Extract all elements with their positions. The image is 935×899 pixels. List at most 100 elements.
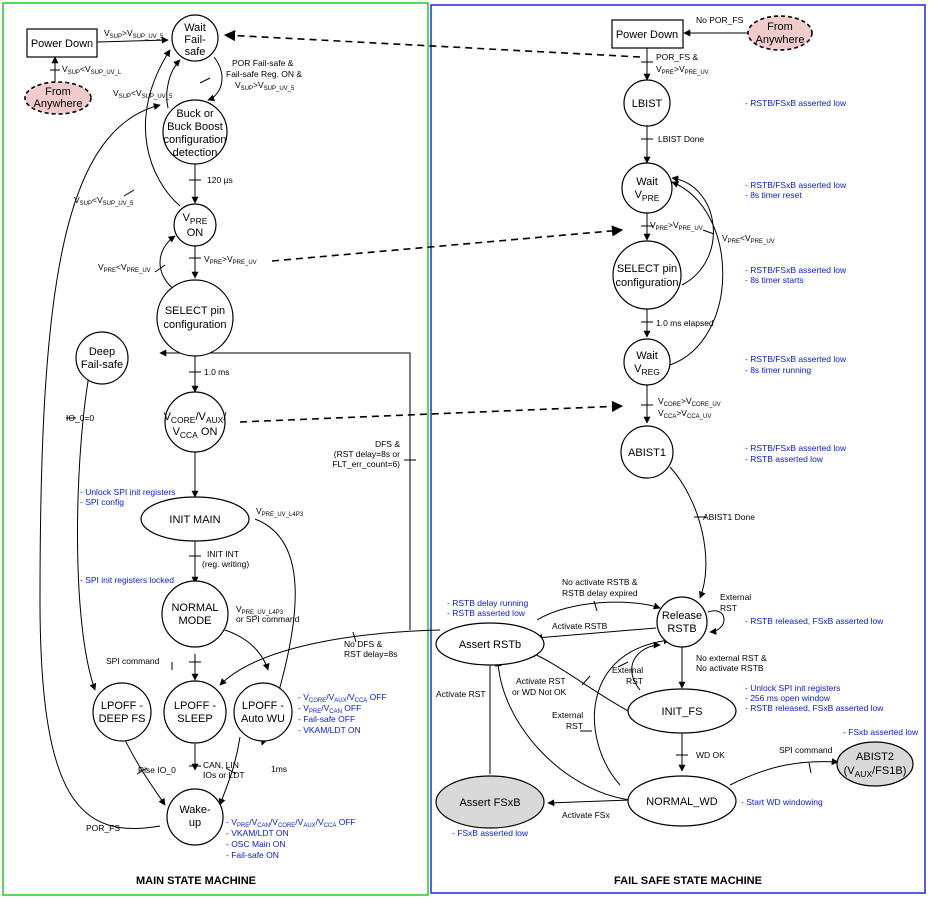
main-state-machine-frame [2, 2, 429, 896]
svg-text:From: From [45, 86, 71, 98]
svg-text:(VAUX/FS1B): (VAUX/FS1B) [844, 765, 907, 779]
svg-text:Fail-: Fail- [184, 34, 206, 46]
svg-text:- Fail-safe ON: - Fail-safe ON [226, 850, 279, 860]
state-release-rstb: Release RSTB [656, 596, 708, 648]
svg-text:No activate RSTB: No activate RSTB [696, 663, 764, 673]
svg-text:NORMAL: NORMAL [171, 602, 218, 614]
svg-text:1.0 ms elapsed: 1.0 ms elapsed [656, 318, 714, 328]
svg-text:RSTB delay expired: RSTB delay expired [562, 588, 638, 598]
svg-text:VCCA>VCCA_UV: VCCA>VCCA_UV [658, 408, 711, 420]
svg-text:SPI command: SPI command [106, 656, 160, 666]
svg-text:VPRE>VPRE_UV: VPRE>VPRE_UV [650, 220, 703, 232]
svg-text:SELECT pin: SELECT pin [165, 305, 225, 317]
svg-text:VSUP<VSUP_UV_5: VSUP<VSUP_UV_5 [113, 88, 173, 100]
svg-text:LBIST Done: LBIST Done [658, 134, 704, 144]
svg-text:120 µs: 120 µs [207, 175, 233, 185]
svg-text:safe: safe [185, 46, 206, 58]
svg-text:Assert RSTb: Assert RSTb [459, 639, 521, 651]
svg-text:- FSxB asserted low: - FSxB asserted low [452, 828, 529, 838]
state-wait-vpre: Wait VPRE [621, 162, 673, 214]
state-wait-vreg: Wait VREG [623, 338, 671, 386]
svg-text:- FSxb asserted low: - FSxb asserted low [843, 727, 919, 737]
main-annotations: - Unlock SPI init registers - SPI config… [80, 487, 387, 860]
svg-text:RSTB: RSTB [667, 623, 696, 635]
svg-text:External: External [552, 710, 583, 720]
svg-text:No DFS &: No DFS & [344, 639, 383, 649]
state-lpoff-deep-fs: LPOFF - DEEP FS [92, 682, 152, 742]
svg-text:Auto WU: Auto WU [241, 713, 285, 725]
state-normal-wd: NORMAL_WD [627, 775, 737, 827]
svg-text:Wake-: Wake- [179, 804, 211, 816]
svg-text:- Start WD windowing: - Start WD windowing [741, 797, 823, 807]
svg-text:Activate RST: Activate RST [436, 689, 486, 699]
svg-text:SPI command: SPI command [779, 745, 833, 755]
state-abist1: ABIST1 [620, 425, 674, 479]
svg-text:VPRE_UV_L4P3: VPRE_UV_L4P3 [236, 604, 284, 616]
state-lpoff-auto-wu: LPOFF - Auto WU [233, 682, 293, 742]
state-power-down-main: Power Down [26, 28, 98, 58]
svg-text:No activate RSTB &: No activate RSTB & [562, 577, 638, 587]
svg-text:WD OK: WD OK [696, 750, 725, 760]
svg-text:Assert FSxB: Assert FSxB [459, 797, 520, 809]
svg-text:- 8s timer reset: - 8s timer reset [745, 190, 802, 200]
svg-text:- SPI init registers locked: - SPI init registers locked [80, 575, 174, 585]
main-transition-labels: VSUP>VSUP_UV_5 VSUP<VSUP_UV_L VSUP<VSUP_… [62, 28, 400, 833]
svg-text:- OSC Main ON: - OSC Main ON [226, 839, 286, 849]
svg-text:- VKAM/LDT ON: - VKAM/LDT ON [226, 828, 289, 838]
svg-text:Fail-safe Reg. ON &: Fail-safe Reg. ON & [226, 69, 302, 79]
svg-text:POR Fail-safe &: POR Fail-safe & [232, 58, 294, 68]
svg-text:VSUP>VSUP_UV_5: VSUP>VSUP_UV_5 [235, 80, 295, 92]
svg-text:POR_FS &: POR_FS & [656, 52, 698, 62]
svg-text:- RSTB asserted low: - RSTB asserted low [447, 608, 526, 618]
svg-text:- 8s timer starts: - 8s timer starts [745, 275, 804, 285]
state-select-pin-fs: SELECT pin configuration [612, 240, 682, 310]
svg-text:ABIST1 Done: ABIST1 Done [703, 512, 755, 522]
svg-text:External: External [612, 665, 643, 675]
svg-text:- Fail-safe OFF: - Fail-safe OFF [298, 714, 355, 724]
svg-text:Anywhere: Anywhere [756, 34, 805, 46]
svg-text:- RSTB/FSxB asserted low: - RSTB/FSxB asserted low [745, 443, 847, 453]
svg-text:No external RST &: No external RST & [696, 653, 767, 663]
svg-text:Rise IO_0: Rise IO_0 [138, 765, 176, 775]
svg-text:1ms: 1ms [271, 764, 287, 774]
svg-text:INIT INT: INIT INT [207, 549, 239, 559]
svg-text:VPRE_UV_L4P3: VPRE_UV_L4P3 [256, 506, 304, 518]
svg-text:SELECT pin: SELECT pin [617, 263, 677, 275]
svg-text:DEEP FS: DEEP FS [99, 713, 146, 725]
main-state-machine-title: MAIN STATE MACHINE [136, 875, 256, 887]
svg-text:LPOFF -: LPOFF - [101, 700, 144, 712]
svg-text:- RSTB released, FSxB asserted: - RSTB released, FSxB asserted low [745, 703, 884, 713]
svg-text:INIT_FS: INIT_FS [662, 706, 703, 718]
svg-text:ABIST2: ABIST2 [856, 751, 894, 763]
state-select-pin-main: SELECT pin configuration [156, 279, 234, 357]
svg-text:- VPRE/VCAN/VCORE/VAUX/VCCA OF: - VPRE/VCAN/VCORE/VAUX/VCCA OFF [226, 817, 356, 829]
state-init-fs: INIT_FS [627, 688, 737, 734]
svg-text:POR_FS: POR_FS [86, 823, 120, 833]
state-lbist: LBIST [623, 79, 671, 127]
svg-text:RST: RST [566, 721, 583, 731]
svg-text:Power Down: Power Down [616, 29, 678, 41]
main-transition-ticks [50, 69, 416, 775]
svg-text:- RSTB released, FSxB asserted: - RSTB released, FSxB asserted low [745, 616, 884, 626]
svg-text:- RSTB/FSxB asserted low: - RSTB/FSxB asserted low [745, 98, 847, 108]
svg-text:VPRE: VPRE [183, 212, 208, 226]
svg-text:1.0 ms: 1.0 ms [204, 367, 230, 377]
svg-text:IOs or LDT: IOs or LDT [203, 770, 245, 780]
svg-text:DFS &: DFS & [375, 439, 400, 449]
state-init-main: INIT MAIN [140, 496, 250, 542]
svg-text:Wait: Wait [636, 176, 658, 188]
svg-text:VPRE<VPRE_UV: VPRE<VPRE_UV [722, 233, 775, 245]
svg-text:NORMAL_WD: NORMAL_WD [646, 796, 718, 808]
state-assert-rstb: Assert RSTb [435, 622, 545, 666]
svg-text:LBIST: LBIST [632, 98, 663, 110]
svg-text:or SPI command: or SPI command [236, 614, 300, 624]
cross-links [223, 29, 641, 423]
fs-annotations: - RSTB/FSxB asserted low - RSTB/FSxB ass… [447, 98, 919, 838]
svg-text:- SPI config: - SPI config [80, 497, 124, 507]
svg-text:Activate RST: Activate RST [516, 676, 566, 686]
state-normal-mode: NORMAL MODE [161, 580, 229, 648]
state-wakeup: Wake- up [166, 788, 224, 846]
svg-text:VSUP<VSUP_UV_5: VSUP<VSUP_UV_5 [74, 195, 134, 207]
svg-text:ABIST1: ABIST1 [628, 447, 666, 459]
